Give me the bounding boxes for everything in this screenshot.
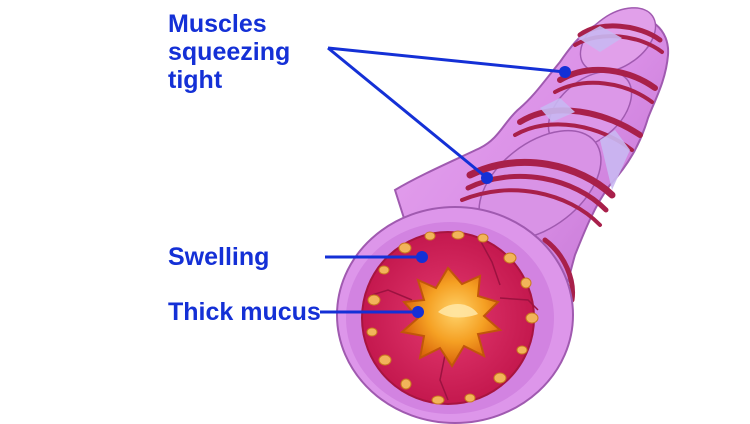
label-thick-mucus: Thick mucus [168, 298, 321, 326]
mucus-droplets [366, 230, 539, 405]
mucus-highlight [438, 303, 478, 318]
label-muscles-line1: Muscles [168, 10, 267, 38]
leader-line-muscles-lower [327, 46, 488, 180]
leader-dots [412, 66, 571, 318]
label-muscles-line2: squeezing [168, 38, 291, 66]
thick-mucus-blob [399, 266, 503, 368]
leader-lines [320, 46, 566, 314]
leader-dot-muscles-upper [559, 66, 571, 78]
leader-dot-swelling [416, 251, 428, 263]
label-muscles-squeezing-tight: Muscles squeezing tight [168, 10, 290, 94]
lining-fissures [371, 239, 539, 401]
leader-dot-muscles-lower [481, 172, 493, 184]
label-muscles-line3: tight [168, 66, 223, 94]
leader-line-muscles-upper [327, 46, 566, 74]
tissue-highlights [540, 26, 630, 190]
leader-dot-mucus [412, 306, 424, 318]
label-swelling: Swelling [168, 243, 270, 271]
